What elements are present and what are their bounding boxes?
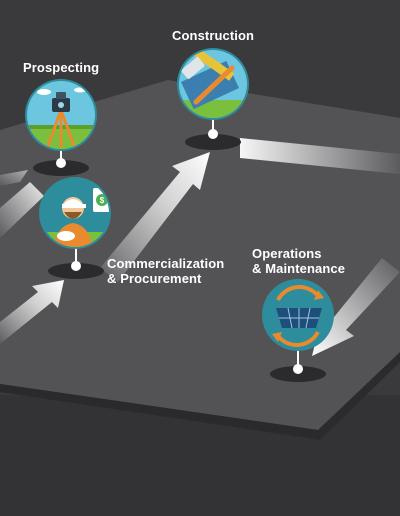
arrow-to-commercialization [0, 280, 64, 344]
stage-label-commercialization: Commercialization & Procurement [107, 256, 225, 286]
svg-text:$: $ [100, 196, 105, 205]
platform-shadow-band [0, 384, 322, 438]
node-pin-operations [293, 364, 303, 374]
node-pin-construction [208, 129, 218, 139]
arrow-band-top-right [240, 138, 400, 174]
node-pin-prospecting [56, 158, 66, 168]
arrow-to-operations [312, 258, 400, 356]
arrow-prospecting-to-commercialization [0, 170, 28, 186]
solar-panel-cycle-icon [262, 279, 334, 351]
stage-label-construction: Construction [172, 28, 255, 43]
node-shadow-construction [185, 134, 241, 150]
stage-label-prospecting: Prospecting [23, 60, 100, 75]
node-pin-commercialization [71, 261, 81, 271]
worker-with-price-tag-icon: $ [39, 177, 111, 249]
arrow-to-construction [100, 152, 210, 282]
arrow-band-left [0, 182, 44, 238]
stage-label-operations: Operations & Maintenance [252, 246, 346, 276]
hammer-ruler-blueprint-icon [177, 48, 249, 120]
